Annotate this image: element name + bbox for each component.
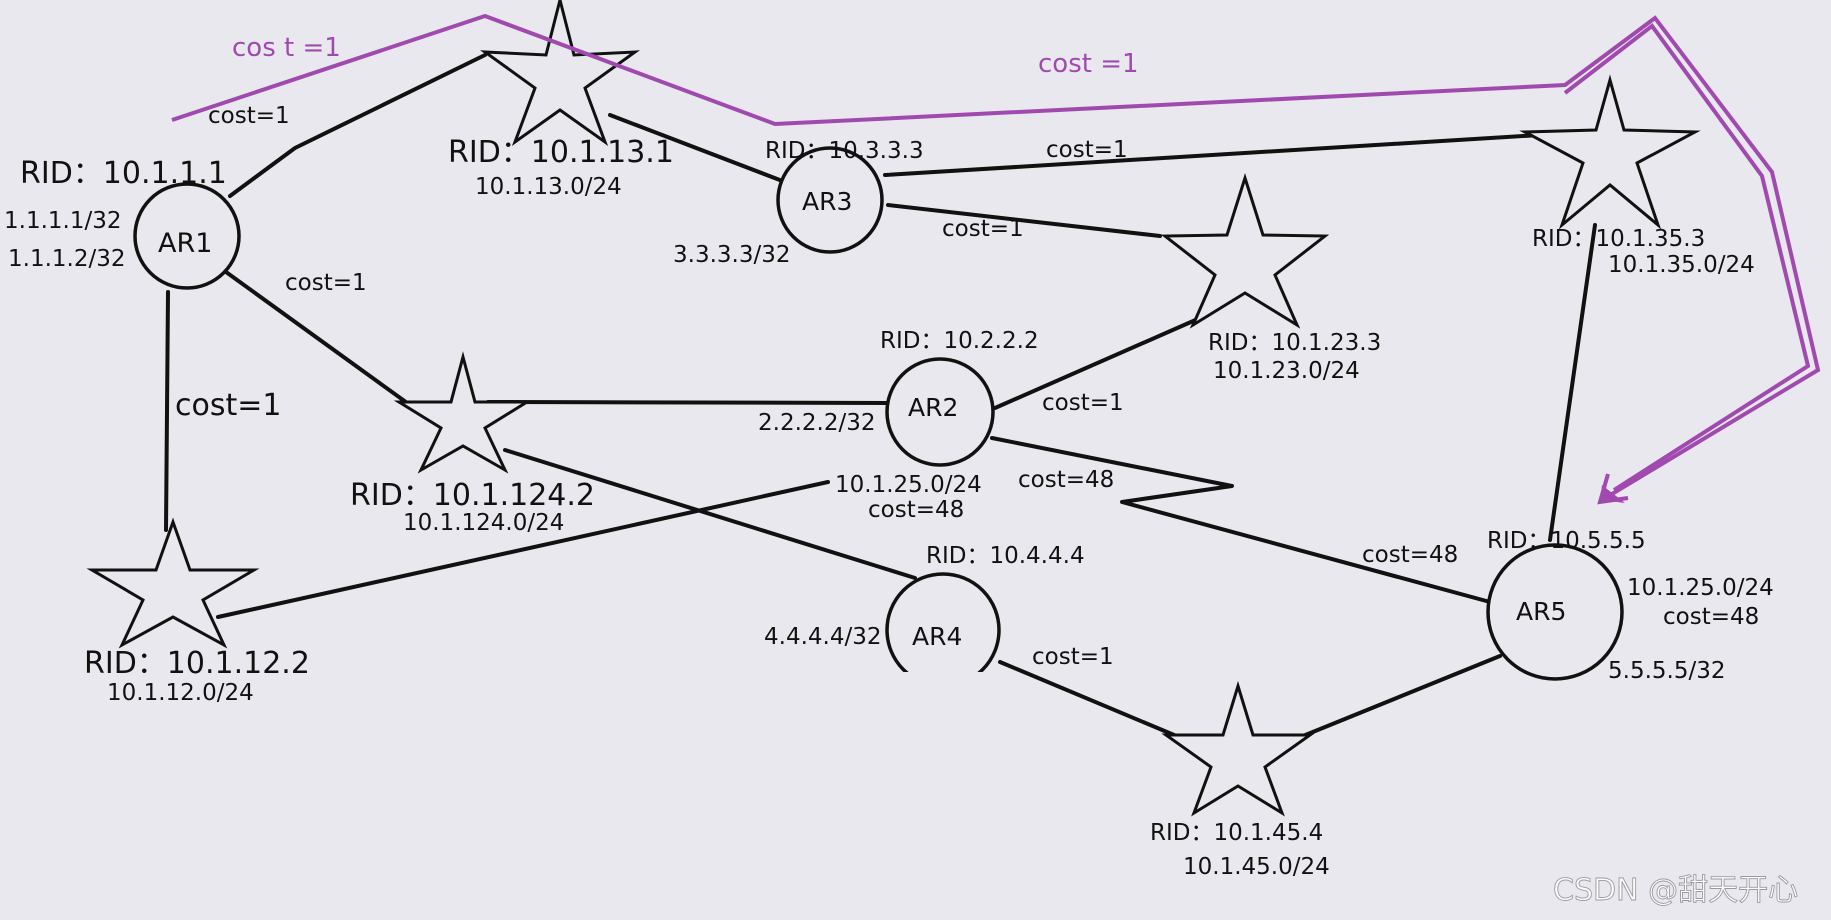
ar5-name: AR5 bbox=[1516, 597, 1566, 626]
net124-net: 10.1.124.0/24 bbox=[403, 510, 564, 536]
cost-ar2-net23: cost=1 bbox=[1042, 390, 1124, 416]
ar5-rid: RID：10.5.5.5 bbox=[1487, 528, 1646, 554]
link-net124-ar2 bbox=[486, 400, 892, 405]
link-net13-ar3 bbox=[608, 113, 787, 184]
ar5-net: 10.1.25.0/24 bbox=[1627, 575, 1774, 601]
link-net35-ar5 bbox=[1548, 223, 1597, 542]
net13-net: 10.1.13.0/24 bbox=[475, 174, 622, 200]
link-ar3-net23 bbox=[886, 203, 1162, 238]
link-net12-net25 bbox=[216, 480, 830, 619]
network-stars bbox=[86, 0, 1701, 817]
net124-rid: RID：10.1.124.2 bbox=[350, 478, 595, 513]
link-ar3-net35 bbox=[883, 133, 1542, 177]
highlight-arrowhead-outline bbox=[1597, 473, 1629, 505]
ar4-clip-mask bbox=[880, 672, 1010, 692]
highlight-label-right: cost =1 bbox=[1038, 49, 1139, 79]
star-net35 bbox=[1519, 74, 1701, 230]
cost-ar3-net23: cost=1 bbox=[942, 216, 1024, 242]
link-ar1-net124 bbox=[224, 270, 412, 407]
link-ar2-net23 bbox=[993, 316, 1202, 410]
link-net124-ar4 bbox=[503, 448, 917, 580]
net35-rid: RID：10.1.35.3 bbox=[1532, 226, 1705, 252]
cost-ar5-serial: cost=48 bbox=[1362, 542, 1458, 568]
link-net45-ar5 bbox=[1296, 654, 1502, 740]
ar4-loopback: 4.4.4.4/32 bbox=[764, 624, 881, 650]
links bbox=[164, 53, 1597, 742]
cost-ar2-serial: cost=48 bbox=[1018, 467, 1114, 493]
net23-rid: RID：10.1.23.3 bbox=[1208, 330, 1381, 356]
net45-net: 10.1.45.0/24 bbox=[1183, 854, 1330, 880]
star-net124 bbox=[393, 351, 533, 474]
router-ar5 bbox=[1486, 543, 1624, 681]
router-ar2 bbox=[885, 357, 995, 467]
star-net45 bbox=[1161, 680, 1315, 817]
highlight-label-left: cos t =1 bbox=[232, 33, 341, 63]
net12-net: 10.1.12.0/24 bbox=[107, 680, 254, 706]
router-ar3 bbox=[776, 146, 884, 254]
ar2-loopback: 2.2.2.2/32 bbox=[758, 410, 875, 436]
link-ar4-net45 bbox=[998, 660, 1188, 742]
ar1-name: AR1 bbox=[158, 228, 212, 259]
ar5-loopback: 5.5.5.5/32 bbox=[1608, 658, 1725, 684]
ar2-name: AR2 bbox=[908, 393, 958, 422]
star-net13 bbox=[480, 0, 640, 147]
cost-ar4-net45: cost=1 bbox=[1032, 644, 1114, 670]
ar3-rid: RID：10.3.3.3 bbox=[765, 138, 924, 164]
ar3-loopback: 3.3.3.3/32 bbox=[673, 242, 790, 268]
star-net12 bbox=[86, 517, 260, 649]
cost-ar1-net13: cost=1 bbox=[208, 103, 290, 129]
net45-rid: RID：10.1.45.4 bbox=[1150, 820, 1323, 846]
cost-ar1-net124: cost=1 bbox=[285, 270, 367, 296]
highlight-line-right bbox=[1563, 23, 1811, 492]
net25-net: 10.1.25.0/24 bbox=[835, 472, 982, 498]
ar3-name: AR3 bbox=[802, 187, 852, 216]
star-net23 bbox=[1160, 173, 1330, 329]
highlight-line-left bbox=[171, 13, 1821, 502]
net13-rid: RID：10.1.13.1 bbox=[448, 135, 674, 170]
ar1-rid: RID：10.1.1.1 bbox=[20, 156, 227, 191]
cost-ar3-net35: cost=1 bbox=[1046, 137, 1128, 163]
highlight-path bbox=[171, 13, 1821, 505]
net25-cost: cost=48 bbox=[868, 497, 964, 523]
ar4-rid: RID：10.4.4.4 bbox=[926, 543, 1085, 569]
net35-net: 10.1.35.0/24 bbox=[1608, 252, 1755, 278]
link-ar2-ar5-serial bbox=[990, 436, 1492, 604]
net12-rid: RID：10.1.12.2 bbox=[84, 646, 310, 681]
watermark: CSDN @甜天开心 bbox=[1553, 873, 1798, 908]
ar4-name: AR4 bbox=[912, 622, 962, 651]
link-ar1-net13 bbox=[228, 53, 487, 198]
ar2-rid: RID：10.2.2.2 bbox=[880, 328, 1039, 354]
ar1-loopback-2: 1.1.1.2/32 bbox=[8, 246, 125, 272]
cost-ar1-net12: cost=1 bbox=[175, 388, 281, 423]
ar5-cost: cost=48 bbox=[1663, 604, 1759, 630]
link-ar1-net12 bbox=[164, 290, 170, 532]
ar1-loopback-1: 1.1.1.1/32 bbox=[4, 208, 121, 234]
routers bbox=[133, 146, 1624, 688]
net23-net: 10.1.23.0/24 bbox=[1213, 358, 1360, 384]
router-ar1 bbox=[133, 182, 241, 290]
